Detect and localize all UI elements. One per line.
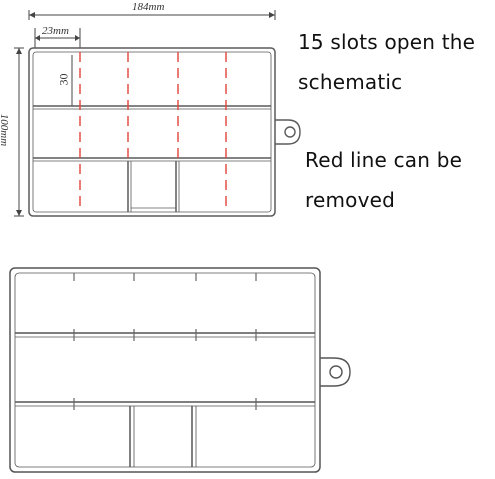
bottom-box bbox=[9, 267, 321, 473]
caption-slots-line2: schematic bbox=[298, 70, 403, 94]
slot-ticks bbox=[73, 273, 257, 410]
dimension-lines bbox=[14, 10, 276, 217]
caption-red-line2: removed bbox=[305, 188, 396, 212]
slot-height-label: 30 bbox=[56, 73, 71, 86]
removable-red-dividers bbox=[79, 52, 227, 212]
caption-slots-line1: 15 slots open the bbox=[298, 30, 476, 54]
height-label: 100mm bbox=[0, 113, 11, 147]
latch-tab bbox=[275, 119, 301, 145]
slot-width-label: 23mm bbox=[42, 25, 69, 37]
caption-red-line1: Red line can be bbox=[305, 148, 463, 172]
width-label: 184mm bbox=[132, 1, 165, 13]
top-box bbox=[28, 47, 276, 217]
bottom-latch bbox=[320, 357, 351, 387]
